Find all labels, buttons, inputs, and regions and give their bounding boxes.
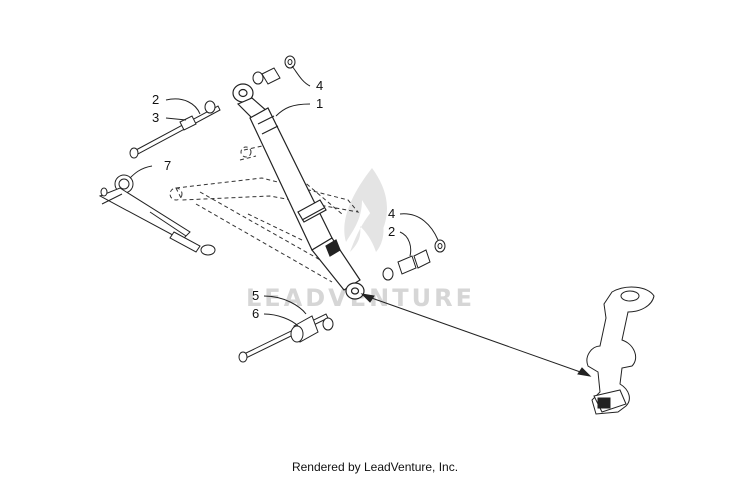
pump-gauge [98, 174, 216, 256]
callout-2-upper: 2 [152, 92, 159, 107]
footer-caption: Rendered by LeadVenture, Inc. [291, 460, 459, 474]
callout-2-lower: 2 [388, 224, 395, 239]
lower-washer [322, 317, 334, 331]
callouts: 1 2 3 4 7 4 2 5 6 [152, 78, 395, 321]
callout-4-upper: 4 [316, 78, 323, 93]
lower-washer-right [382, 267, 394, 281]
lower-hardware [238, 239, 446, 363]
double-arrow [360, 293, 592, 377]
callout-6: 6 [252, 306, 259, 321]
a-arm-outline [169, 145, 360, 283]
upper-lock-nut [284, 55, 296, 69]
upper-bushing-right [252, 67, 281, 85]
lower-bushing [290, 315, 319, 343]
callout-7: 7 [164, 158, 171, 173]
callout-4-lower: 4 [388, 206, 395, 221]
leader-lines [129, 65, 439, 327]
callout-1: 1 [316, 96, 323, 111]
upper-hardware [129, 55, 296, 159]
lower-lock-nut [434, 239, 446, 253]
shock-absorber [232, 83, 365, 300]
steering-knuckle [586, 286, 655, 415]
callout-5: 5 [252, 288, 259, 303]
upper-bushing-left [179, 100, 216, 131]
callout-3: 3 [152, 110, 159, 125]
upper-bolt [129, 105, 221, 159]
lower-bolt [238, 313, 329, 363]
watermark-flame-icon [344, 168, 387, 252]
lower-bushing-right [397, 249, 431, 275]
